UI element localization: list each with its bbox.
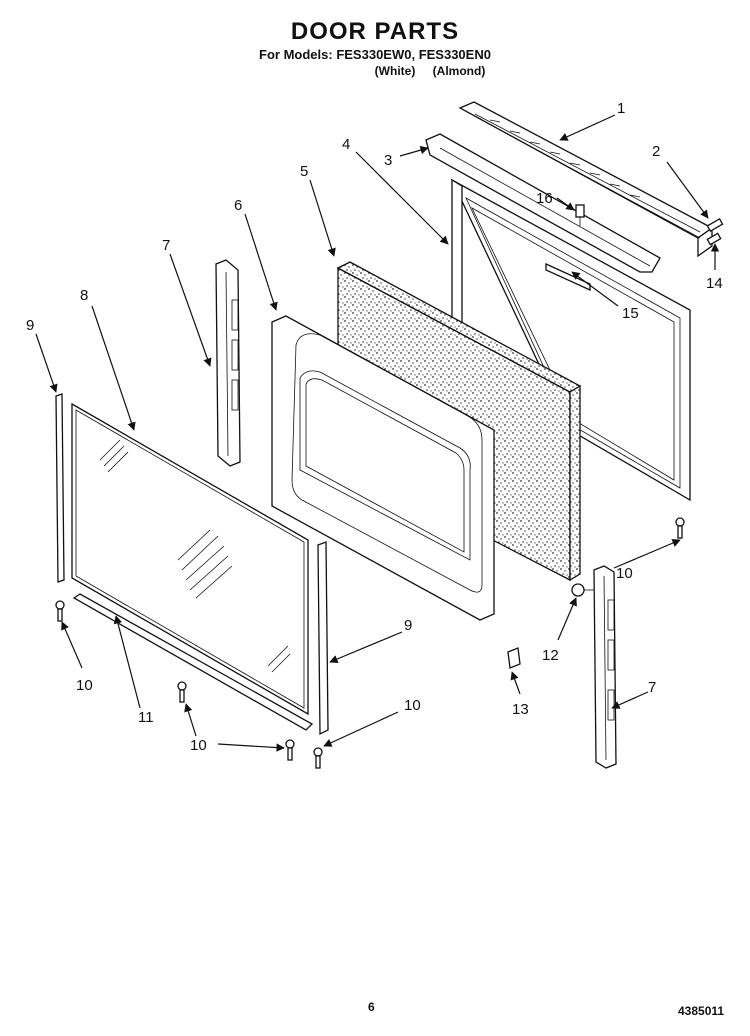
part-13-clip: [507, 647, 521, 669]
callout-8: 8: [80, 287, 88, 304]
part-3-channel: [425, 133, 661, 273]
variant-almond: (Almond): [432, 64, 486, 78]
variant-white: (White): [374, 64, 416, 78]
part-10-screws: [55, 517, 685, 769]
callout-10-right-top: 10: [616, 565, 633, 582]
part-8-glass: [71, 402, 309, 716]
color-variants: (White) (Almond): [0, 64, 750, 78]
part-2-screw: [706, 218, 724, 232]
callout-7-left: 7: [162, 237, 170, 254]
callout-14: 14: [706, 275, 723, 292]
callout-9-left: 9: [26, 317, 34, 334]
callout-13: 13: [512, 701, 529, 718]
callout-10-mid: 10: [404, 697, 421, 714]
page-number: 6: [368, 1000, 375, 1014]
callout-6: 6: [234, 197, 242, 214]
part-1-top-trim: [458, 101, 714, 258]
part-7-right-hinge: [593, 565, 617, 769]
model-line: For Models: FES330EW0, FES330EN0: [259, 47, 491, 62]
callout-10-bottom: 10: [190, 737, 207, 754]
callout-4: 4: [342, 136, 350, 153]
callout-9-right: 9: [404, 617, 412, 634]
callout-1: 1: [617, 100, 625, 117]
part-6-inner-panel: [271, 315, 495, 621]
part-16-screw: [575, 204, 585, 226]
callout-5: 5: [300, 163, 308, 180]
part-4-outer-door: [450, 178, 691, 502]
page-title: DOOR PARTS: [290, 18, 460, 45]
leader-lines: [35, 114, 720, 752]
part-9-right-gasket: [317, 541, 329, 736]
part-14-screw: [706, 232, 722, 246]
callout-7-right: 7: [648, 679, 656, 696]
callout-12: 12: [542, 647, 559, 664]
part-12-rivet: [571, 583, 596, 597]
document-number: 4385011: [678, 1004, 725, 1018]
callout-16: 16: [536, 190, 553, 207]
callout-numbers: 1 2 3 4 5 6 7 8 9 10 16 14 15 10 12 13 7…: [26, 100, 723, 754]
callout-2: 2: [652, 143, 660, 160]
callout-11: 11: [138, 709, 154, 726]
callout-3: 3: [384, 152, 392, 169]
part-11-bottom-gasket: [72, 593, 314, 731]
callout-15: 15: [622, 305, 639, 322]
callout-10-left: 10: [76, 677, 93, 694]
part-9-left-gasket: [55, 393, 65, 583]
part-7-left-hinge: [215, 259, 241, 467]
